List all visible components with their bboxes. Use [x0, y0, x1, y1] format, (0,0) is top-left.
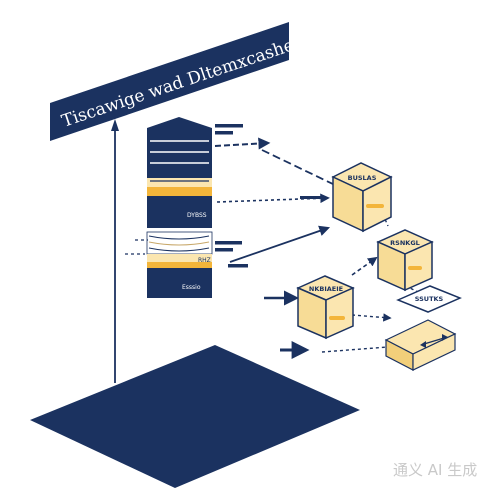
arrow-icon: [351, 256, 378, 276]
box-icon: NKBIAEIE: [296, 275, 355, 340]
box-icon: BUSLAS: [331, 162, 393, 233]
diagram-title: Tiscawige wad Dltemxcashed: [59, 32, 307, 132]
box-right-label: SSUTKS: [415, 295, 444, 303]
server-upper-label: DYBSS: [187, 212, 207, 219]
box-left-label: NKBIAEIE: [309, 285, 343, 293]
arrow-icon: [229, 225, 331, 263]
box-icon: RSNKGL: [376, 229, 434, 292]
pole-arrow-icon: [111, 119, 119, 131]
floor-slab: [30, 345, 360, 488]
server-base-label: Esssio: [182, 284, 201, 291]
box-top-label: BUSLAS: [348, 174, 377, 182]
server-side-marks: [215, 124, 248, 268]
box-mid-label: RSNKGL: [390, 239, 420, 247]
server-icon: DYBSS RHZ Esssio: [146, 117, 213, 298]
server-lower-label: RHZ: [198, 257, 211, 264]
tray-icon: SSUTKS: [384, 285, 462, 371]
flow-arrows: [125, 137, 419, 359]
arrow-icon: [214, 137, 271, 150]
watermark: 通义 AI 生成: [393, 461, 477, 479]
